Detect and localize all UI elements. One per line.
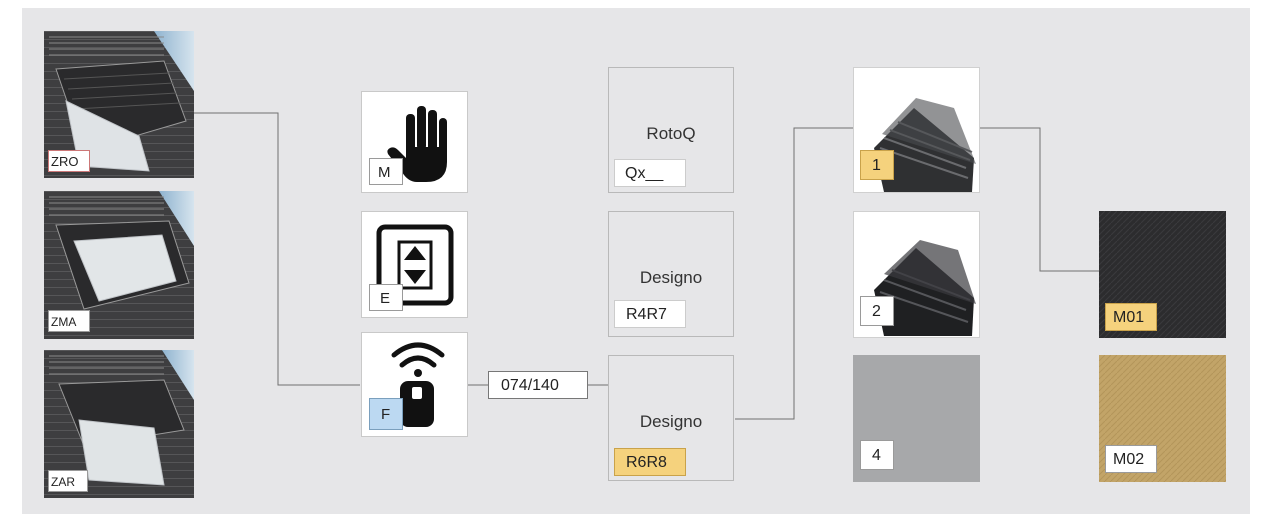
model-rotoq-code: Qx__ <box>614 159 686 187</box>
model-designo-r6r8-code: R6R8 <box>614 448 686 476</box>
remote-control-icon <box>391 342 445 427</box>
shutter-zro-photo <box>44 31 194 178</box>
operation-m-label: M <box>369 158 403 185</box>
operation-f-label: F <box>369 398 403 430</box>
operation-e-label: E <box>369 284 403 311</box>
colour-2-label: 2 <box>860 296 894 326</box>
colour-4-label: 4 <box>860 440 894 470</box>
operation-electric-tile <box>361 211 468 318</box>
up-down-switch-icon <box>376 224 454 306</box>
fabric-m01-label: M01 <box>1105 303 1157 331</box>
hand-icon <box>387 106 447 182</box>
shutter-zro-label: ZRO <box>48 150 90 172</box>
model-designo-r4r7-title: Designo <box>639 268 703 287</box>
connector-zro-to-f <box>194 112 360 386</box>
connector-code-label: 074/140 <box>488 371 588 399</box>
fabric-m02-swatch <box>1099 355 1226 482</box>
colour-2-photo <box>853 211 980 338</box>
fabric-m01-swatch <box>1099 211 1226 338</box>
colour-1-photo <box>853 67 980 193</box>
model-rotoq-title: RotoQ <box>646 124 696 143</box>
colour-1-label: 1 <box>860 150 894 180</box>
fabric-m02-label: M02 <box>1105 445 1157 473</box>
connector-designo-to-colour1 <box>735 127 853 420</box>
connector-colour1-to-m01 <box>980 127 1099 272</box>
model-designo-r6r8-title: Designo <box>639 412 703 431</box>
shutter-zar-label: ZAR <box>48 470 88 492</box>
model-designo-r4r7-code: R4R7 <box>614 300 686 328</box>
shutter-zma-label: ZMA <box>48 310 90 332</box>
